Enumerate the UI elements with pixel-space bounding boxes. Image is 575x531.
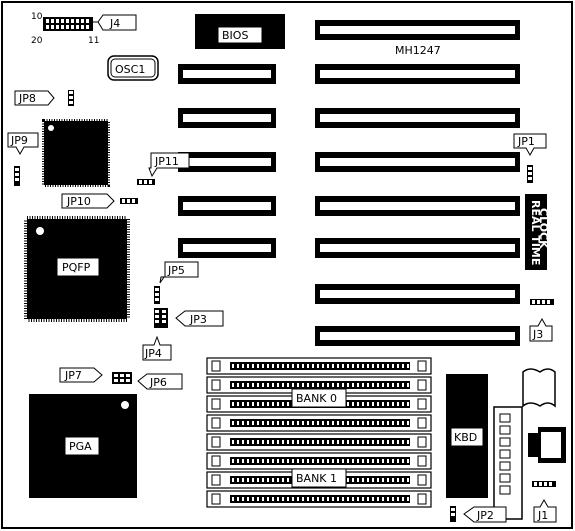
jumper-jp10: JP10 xyxy=(61,193,138,209)
jumper-jp3: JP3 xyxy=(175,310,224,327)
rtc-line1: REAL TIME xyxy=(529,200,542,265)
jumper-jp6-header xyxy=(112,372,132,384)
j4-pin-10: 10 xyxy=(31,12,43,22)
pga-label: PGA xyxy=(69,440,92,453)
pqfp-chip: PQFP xyxy=(24,216,130,322)
pqfp-label: PQFP xyxy=(62,261,91,274)
j4-label: J4 xyxy=(109,17,120,30)
expansion-slots-right xyxy=(315,20,520,346)
rtc-line2: CLOCK xyxy=(537,208,550,249)
kbd-connector xyxy=(493,368,566,520)
j4-callout xyxy=(97,14,137,31)
bios-chip: BIOS xyxy=(195,14,285,49)
connector-j4: 10 20 11 J4 xyxy=(31,12,137,46)
jumper-jp6: JP6 xyxy=(137,373,183,390)
rtc-chip: REAL TIME CLOCK 146818 xyxy=(525,194,557,270)
connector-j3: J3 xyxy=(529,299,554,342)
jp3-label: JP3 xyxy=(189,313,207,326)
jumper-jp4: JP4 xyxy=(142,335,172,361)
jumper-headers-center xyxy=(154,286,168,328)
osc1: OSC1 xyxy=(107,55,159,81)
jp4-label: JP4 xyxy=(144,347,162,360)
rtc-line3: 146818 xyxy=(544,207,557,253)
bank0-box xyxy=(291,388,347,408)
jp7-label: JP7 xyxy=(64,369,82,382)
jp9-label: JP9 xyxy=(10,134,28,147)
osc1-label: OSC1 xyxy=(115,63,145,76)
jp8-label: JP8 xyxy=(18,92,36,105)
jp1-label: JP1 xyxy=(517,135,535,148)
bank1-box xyxy=(291,468,347,488)
jumper-jp9: JP9 xyxy=(7,132,39,186)
j4-header xyxy=(43,17,93,31)
expansion-slots-left xyxy=(178,64,276,258)
jumper-jp7: JP7 xyxy=(59,367,103,383)
jp10-label: JP10 xyxy=(66,195,91,208)
kbd-chip: KBD xyxy=(446,374,488,498)
jp6-label: JP6 xyxy=(149,376,167,389)
j3-label: J3 xyxy=(532,328,543,341)
jumper-jp5: JP5 xyxy=(159,261,199,284)
pga-chip: PGA xyxy=(29,394,137,498)
jumper-jp8: JP8 xyxy=(14,90,74,106)
jumper-jp2: JP2 xyxy=(450,506,507,523)
bank0-label: BANK 0 xyxy=(296,392,337,405)
jp2-label: JP2 xyxy=(476,509,494,522)
j4-pin-11: 11 xyxy=(88,36,99,46)
connector-j1: J1 xyxy=(532,481,557,523)
jumper-jp1: JP1 xyxy=(513,133,547,183)
j1-label: J1 xyxy=(537,509,548,522)
j4-pin-20: 20 xyxy=(31,36,43,46)
bios-label: BIOS xyxy=(222,29,248,42)
jp5-label: JP5 xyxy=(167,264,185,277)
jumper-jp11: JP11 xyxy=(137,152,190,185)
kbd-label: KBD xyxy=(454,431,477,444)
model-label: MH1247 xyxy=(395,44,441,57)
cpu-chip xyxy=(42,119,110,187)
bank1-label: BANK 1 xyxy=(296,472,337,485)
jp11-label: JP11 xyxy=(154,155,179,168)
